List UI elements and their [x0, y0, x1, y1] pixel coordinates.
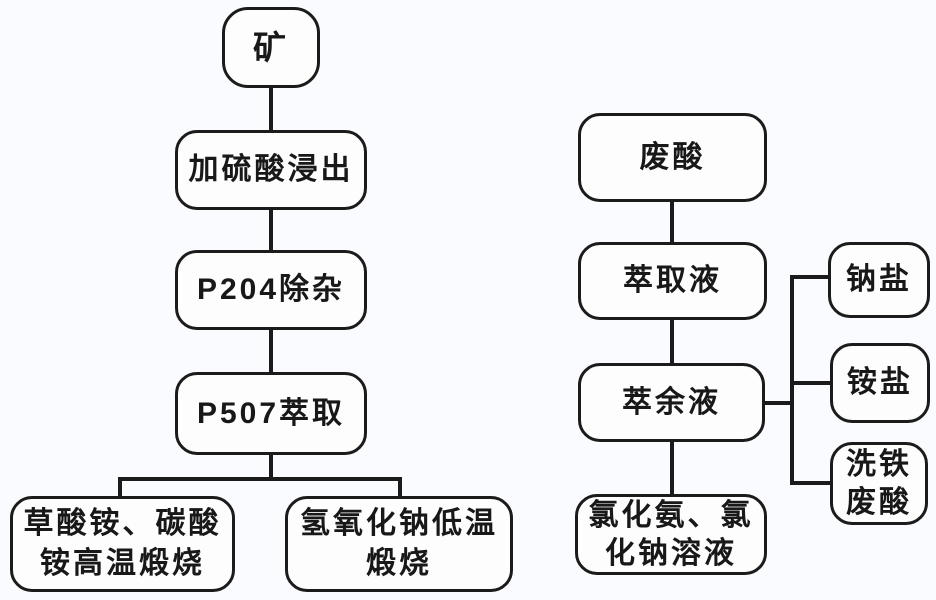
node-p507-extraction: P507萃取 — [175, 372, 367, 455]
node-waste-acid: 废酸 — [578, 113, 767, 202]
node-raffinate: 萃余液 — [578, 363, 765, 442]
node-low-temp-calcination: 氢氧化钠低温煅烧 — [285, 496, 513, 592]
node-extraction-liquid: 萃取液 — [578, 242, 767, 320]
node-chloride-solution: 氯化氨、氯化钠溶液 — [575, 494, 767, 575]
node-p204-impurity-removal: P204除杂 — [175, 250, 367, 330]
node-iron-washing-waste-acid: 洗铁废酸 — [830, 442, 928, 525]
node-sodium-salt: 钠盐 — [828, 242, 930, 318]
node-ammonium-salt: 铵盐 — [830, 343, 930, 423]
node-high-temp-calcination: 草酸铵、碳酸铵高温煅烧 — [10, 496, 235, 592]
node-sulfuric-acid-leaching: 加硫酸浸出 — [175, 130, 367, 210]
node-ore: 矿 — [222, 7, 320, 88]
